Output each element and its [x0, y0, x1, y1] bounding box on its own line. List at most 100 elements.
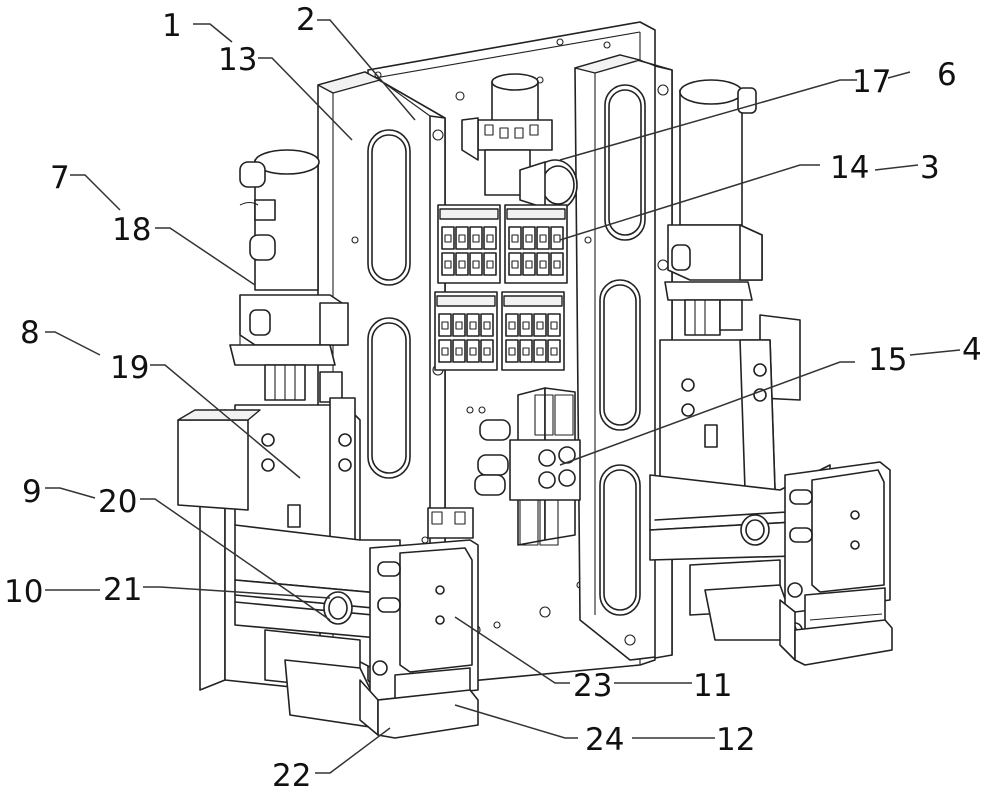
callout-7: 7 [50, 160, 70, 196]
terminal-screw-slot [486, 260, 494, 269]
callout-13: 13 [218, 42, 257, 78]
terminal-connector [480, 313, 494, 337]
callout-3: 3 [920, 150, 940, 186]
left-gripper-cylinder [359, 539, 479, 739]
terminal-screw-slot [472, 234, 480, 243]
terminal-connector [533, 339, 547, 363]
terminal-connector [469, 252, 483, 276]
terminal-screw-slot [455, 347, 463, 356]
terminal-connector [438, 313, 452, 337]
callout-17: 17 [852, 64, 891, 100]
callout-9: 9 [22, 474, 42, 510]
air-filter-regulator [461, 73, 578, 211]
terminal-screw-slot [458, 234, 466, 243]
callout-4: 4 [962, 332, 982, 368]
terminal-blocks [434, 204, 568, 371]
callout-19: 19 [110, 350, 149, 386]
terminal-screw-slot [472, 260, 480, 269]
terminal-connector [452, 313, 466, 337]
right-gripper-cylinder [779, 461, 893, 666]
callout-6: 6 [937, 57, 957, 93]
terminal-connector [480, 339, 494, 363]
terminal-connector [469, 226, 483, 250]
terminal-screw-slot [525, 260, 533, 269]
right-motor-assembly [664, 79, 801, 401]
callout-10: 10 [4, 574, 43, 610]
terminal-connector [522, 252, 536, 276]
right-carriage [659, 339, 776, 491]
terminal-connector [522, 226, 536, 250]
terminal-connector [466, 339, 480, 363]
solenoid-valve-manifold [427, 387, 581, 546]
terminal-screw-slot [553, 260, 561, 269]
callout-12: 12 [716, 722, 755, 758]
terminal-screw-slot [553, 234, 561, 243]
callout-15: 15 [868, 342, 907, 378]
terminal-connector [508, 226, 522, 250]
terminal-connector [455, 252, 469, 276]
terminal-screw-slot [536, 347, 544, 356]
terminal-screw-slot [458, 260, 466, 269]
terminal-connector [536, 226, 550, 250]
leader-lines [45, 19, 961, 774]
terminal-connector [441, 252, 455, 276]
callout-labels: 1 2 3 4 6 7 8 9 10 11 12 13 14 15 17 18 … [4, 2, 982, 794]
terminal-connector [547, 313, 561, 337]
terminal-screw-slot [550, 347, 558, 356]
callout-14: 14 [830, 150, 869, 186]
terminal-connector [547, 339, 561, 363]
callout-20: 20 [98, 484, 137, 520]
terminal-rail [506, 208, 566, 220]
terminal-connector [452, 339, 466, 363]
callout-1: 1 [162, 8, 182, 44]
terminal-connector [438, 339, 452, 363]
left-motor-assembly [229, 149, 349, 403]
terminal-rail [439, 208, 499, 220]
terminal-connector [441, 226, 455, 250]
terminal-screw-slot [469, 347, 477, 356]
terminal-connector [466, 313, 480, 337]
terminal-rail [436, 295, 496, 307]
terminal-connector [550, 252, 564, 276]
terminal-screw-slot [483, 347, 491, 356]
callout-8: 8 [20, 315, 40, 351]
terminal-rail [503, 295, 563, 307]
callout-22: 22 [272, 758, 311, 794]
callout-24: 24 [585, 722, 624, 758]
terminal-connector [550, 226, 564, 250]
left-linear-slide [234, 524, 401, 731]
terminal-connector [508, 252, 522, 276]
terminal-screw-slot [525, 234, 533, 243]
terminal-screw-slot [486, 234, 494, 243]
terminal-screw-slot [522, 347, 530, 356]
terminal-screw-slot [508, 347, 516, 356]
terminal-connector [483, 226, 497, 250]
terminal-connector [536, 252, 550, 276]
terminal-screw-slot [455, 321, 463, 330]
terminal-screw-slot [522, 321, 530, 330]
callout-23: 23 [573, 668, 612, 704]
terminal-screw-slot [511, 260, 519, 269]
terminal-screw-slot [539, 260, 547, 269]
right-vertical-rail [574, 54, 673, 661]
terminal-screw-slot [444, 234, 452, 243]
terminal-connector [505, 339, 519, 363]
terminal-screw-slot [483, 321, 491, 330]
callout-18: 18 [112, 212, 151, 248]
callout-11: 11 [693, 668, 732, 704]
terminal-connector [533, 313, 547, 337]
callout-2: 2 [296, 2, 316, 38]
terminal-screw-slot [508, 321, 516, 330]
callout-21: 21 [103, 572, 142, 608]
terminal-connector [519, 339, 533, 363]
terminal-connector [519, 313, 533, 337]
terminal-connector [483, 252, 497, 276]
terminal-screw-slot [550, 321, 558, 330]
terminal-screw-slot [536, 321, 544, 330]
terminal-connector [505, 313, 519, 337]
terminal-connector [455, 226, 469, 250]
terminal-screw-slot [539, 234, 547, 243]
terminal-screw-slot [469, 321, 477, 330]
